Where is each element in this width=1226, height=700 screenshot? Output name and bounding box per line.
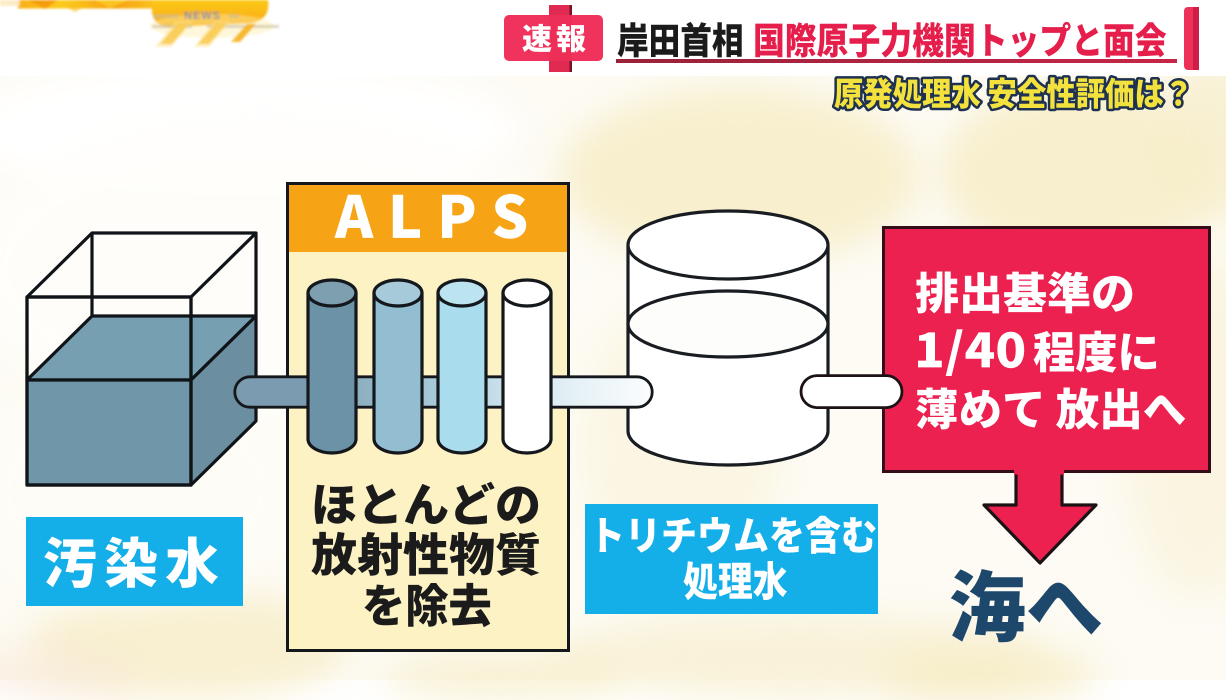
- svg-text:NEWS: NEWS: [184, 10, 221, 22]
